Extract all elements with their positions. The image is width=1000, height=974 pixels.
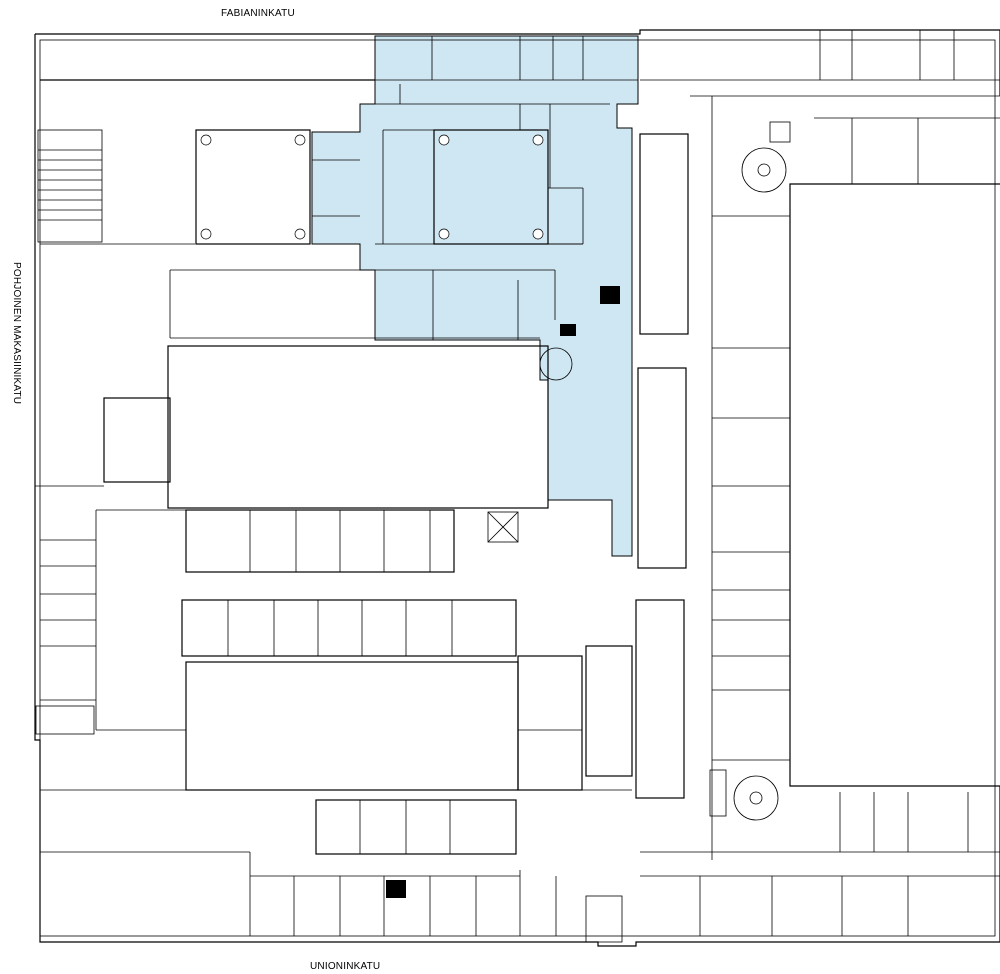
street-label-west: POHJOINEN MAKASIINIKATU <box>11 262 22 404</box>
street-label-south: UNIONINKATU <box>310 961 380 972</box>
shaft-icon <box>386 121 791 898</box>
street-label-north: FABIANINKATU <box>221 8 295 19</box>
spiral-stair-icon <box>539 147 787 821</box>
stairwell-icon <box>35 129 623 943</box>
west-wing <box>35 345 549 731</box>
column-icon <box>200 134 544 240</box>
south-wing <box>40 789 632 936</box>
middle-offices <box>181 509 633 791</box>
east-wing <box>635 30 1000 936</box>
highlighted-area[interactable] <box>311 35 639 557</box>
north-wing <box>40 36 638 340</box>
